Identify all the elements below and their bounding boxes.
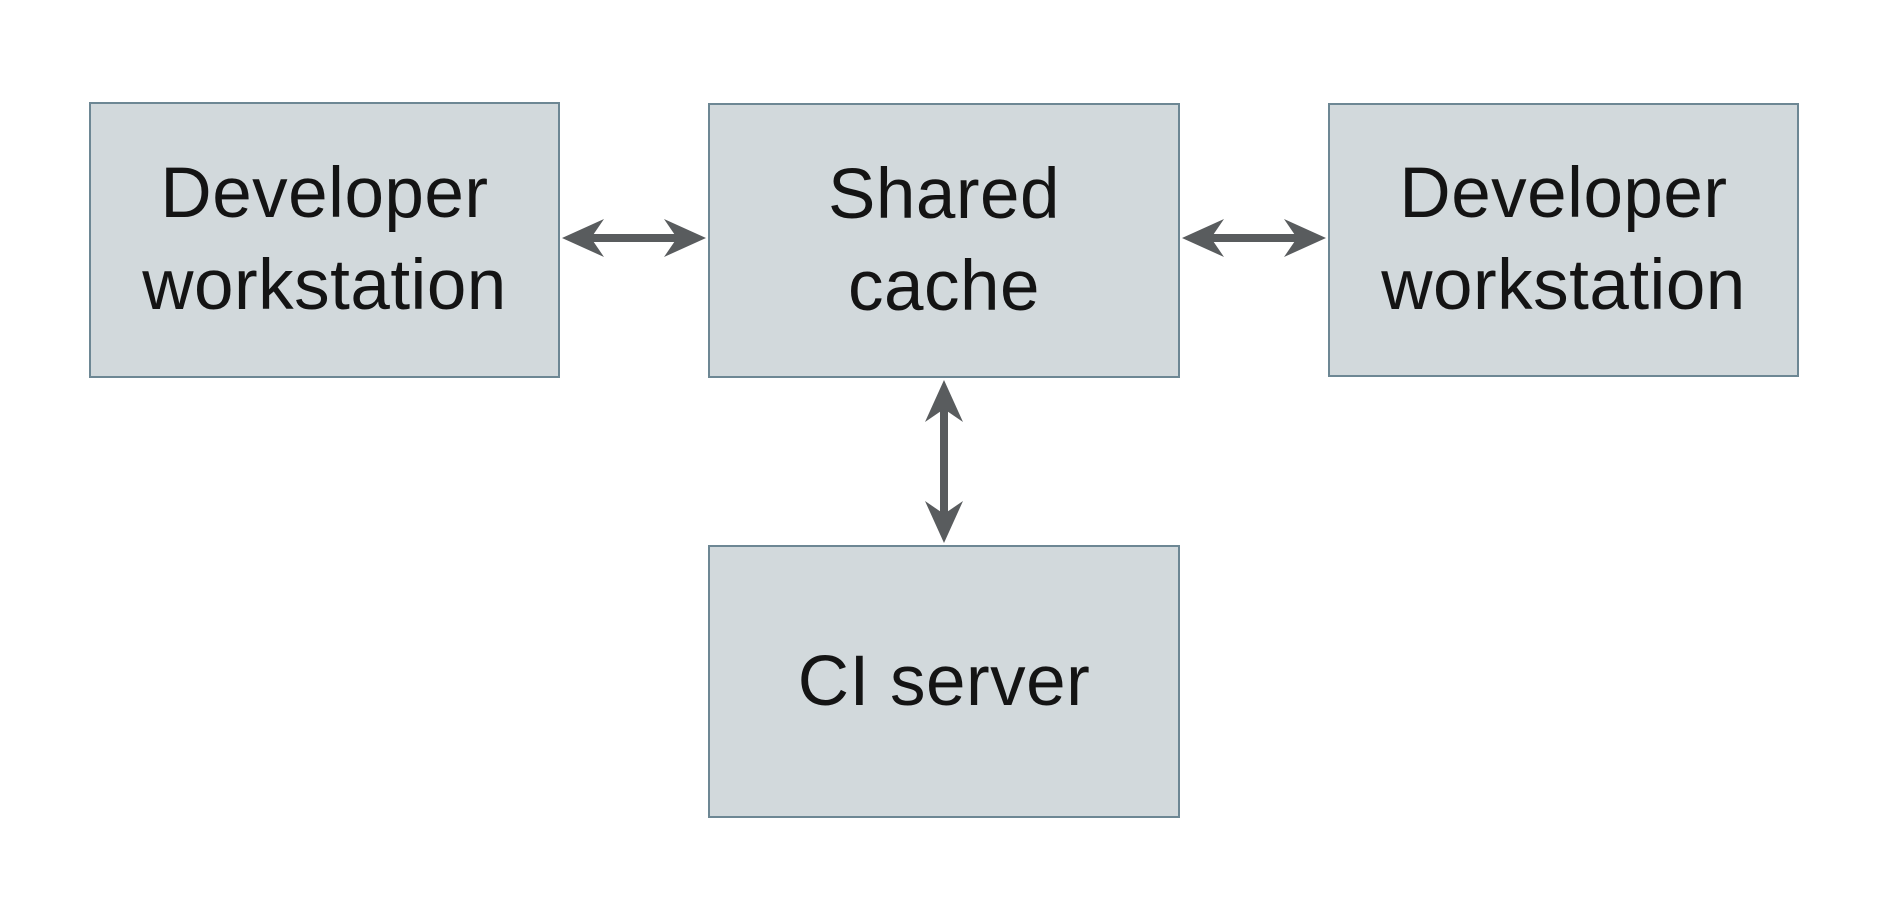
node-label-line: workstation <box>1381 246 1746 325</box>
node-developer-workstation-left: Developer workstation <box>89 102 560 378</box>
node-label-line: CI server <box>797 641 1091 721</box>
node-shared-cache: Shared cache <box>708 103 1180 378</box>
node-label-line: cache <box>848 246 1040 326</box>
double-arrow-horizontal-icon <box>1182 219 1326 257</box>
node-label-line: Developer <box>160 154 489 233</box>
double-arrow-horizontal-icon <box>562 219 706 257</box>
node-ci-server: CI server <box>708 545 1180 818</box>
double-arrow-vertical-icon <box>925 380 963 543</box>
bidirectional-arrow-cache-ci-server <box>920 378 968 545</box>
bidirectional-arrow-cache-right-workstation <box>1180 214 1328 262</box>
node-label-line: Shared <box>828 154 1060 234</box>
bidirectional-arrow-left-workstation-cache <box>560 214 708 262</box>
node-developer-workstation-right: Developer workstation <box>1328 103 1799 377</box>
node-label-line: workstation <box>142 246 507 325</box>
node-label-line: Developer <box>1399 154 1728 233</box>
